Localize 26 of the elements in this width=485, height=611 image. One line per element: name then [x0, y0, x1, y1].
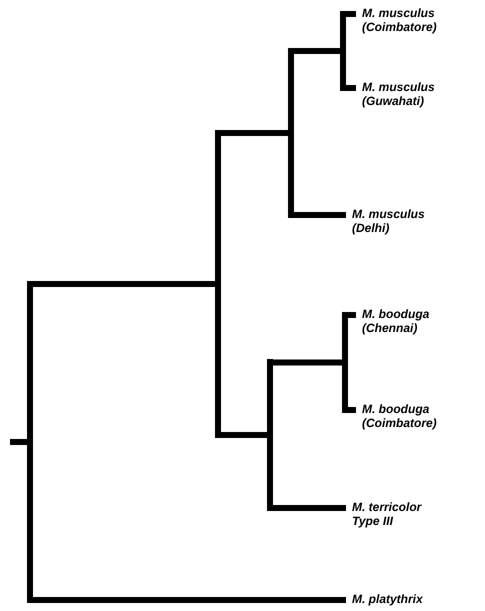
tree-branch	[273, 505, 346, 511]
species-label: M. musculus (Coimbatore)	[362, 6, 438, 34]
species-label: M. booduga (Chennai)	[362, 307, 430, 335]
branch-junction	[27, 281, 33, 603]
species-label: M. platythrix	[352, 592, 424, 606]
tree-branch	[33, 281, 215, 287]
tree-branch	[10, 439, 27, 445]
branch-junction	[342, 312, 348, 413]
species-label: M. musculus (Guwahati)	[362, 80, 436, 108]
branch-junction	[288, 48, 294, 218]
tree-branch	[294, 48, 340, 54]
tree-branch	[346, 85, 356, 91]
tree-branch	[221, 432, 267, 438]
species-label: M. terricolor Type III	[352, 500, 423, 528]
tree-branch	[33, 597, 346, 603]
tree-branch	[346, 11, 356, 17]
tree-branch	[348, 312, 356, 318]
tree-branch	[294, 212, 346, 218]
tree-branch	[273, 360, 342, 366]
species-label: M. booduga (Coimbatore)	[362, 402, 438, 430]
species-label: M. musculus (Delhi)	[352, 207, 426, 235]
branch-junction	[267, 359, 273, 511]
tree-branch	[221, 130, 288, 136]
branch-junction	[340, 11, 346, 91]
tree-branch	[348, 407, 356, 413]
branch-junction	[215, 130, 221, 438]
